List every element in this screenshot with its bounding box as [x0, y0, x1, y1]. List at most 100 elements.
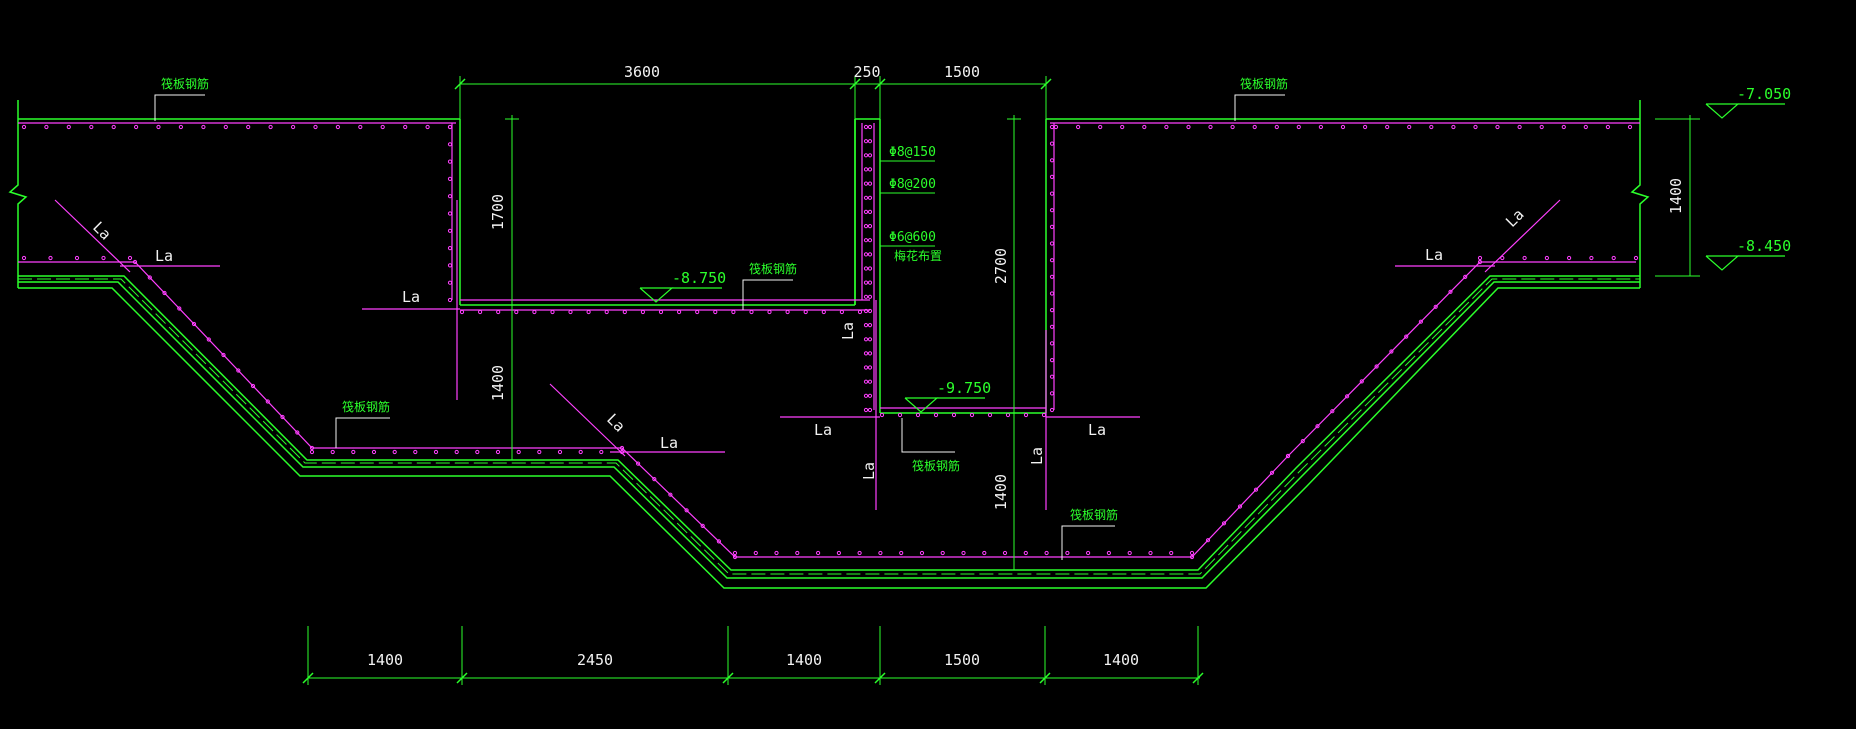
la-label-2: La: [155, 247, 173, 265]
rebar-dot: [447, 194, 453, 199]
rebar-dot: [839, 309, 845, 315]
rebar-dot: [767, 309, 772, 315]
rebar-dot: [134, 124, 139, 130]
rebar-dot: [1049, 174, 1055, 179]
rebar-dot: [803, 309, 808, 315]
rebar-dot: [749, 309, 754, 315]
rebar-dot: [1285, 453, 1291, 459]
bottom-dim-4: 1500: [944, 651, 980, 669]
rebar-dot: [1208, 124, 1213, 130]
rebar-dot: [447, 142, 453, 147]
rebar-dots: [21, 124, 1639, 560]
rebar-dot: [162, 290, 167, 296]
rebar-dot: [101, 255, 106, 261]
rebar-dot: [21, 255, 27, 261]
plate-rebar-label-1: 筏板钢筋: [161, 76, 209, 91]
rebar-dot: [191, 321, 197, 327]
right-slab-dim: 1400: [1667, 178, 1685, 214]
la-label-3: La: [402, 288, 420, 306]
rebar-dot: [1451, 124, 1456, 130]
rebar-dot: [1049, 407, 1055, 413]
plate-rebar-label-4: 筏板钢筋: [342, 399, 390, 414]
rebar-dot: [1049, 358, 1055, 363]
la-label-7: La: [814, 421, 832, 439]
rebar-dot: [48, 255, 53, 261]
pit2-base-dim: 1400: [992, 474, 1010, 510]
rebar-dot: [700, 523, 705, 529]
rebar-dot: [392, 449, 397, 455]
rebar-dot: [156, 124, 161, 130]
la-label-11: La: [1425, 246, 1443, 264]
rebar-dot: [863, 407, 869, 413]
rebar-dot: [447, 211, 453, 216]
rebar-dot: [731, 309, 736, 315]
pit1-base-dim: 1400: [489, 365, 507, 401]
rebar-dot: [1044, 550, 1049, 556]
rebar-dot: [604, 309, 609, 315]
rebar-dot: [447, 280, 453, 285]
rebar-dot: [1049, 291, 1055, 296]
rebar-dot: [1189, 554, 1195, 560]
rebar-dot: [867, 407, 873, 413]
rebar-dot: [1274, 124, 1279, 130]
la-label-6: La: [839, 322, 857, 340]
rebar-notes: Φ8@150 Φ8@200 Φ6@600 梅花布置: [880, 145, 942, 263]
rebar-dot: [1385, 124, 1390, 130]
rebar-dot: [1605, 124, 1611, 130]
rebar-dot: [223, 124, 228, 130]
rebar-dot: [351, 449, 356, 455]
rebar-dot: [89, 124, 94, 130]
rebar-dot: [785, 309, 790, 315]
rebar-dot: [1611, 255, 1616, 261]
rebar-dot: [309, 449, 315, 455]
rebar-dot: [867, 308, 873, 314]
rebar-dot: [313, 124, 318, 130]
rebar-dot: [1049, 241, 1055, 246]
rebar-dot: [537, 449, 542, 455]
rebar-dot: [557, 449, 563, 455]
elevation-top: -7.050: [1737, 85, 1791, 103]
rebar-dot: [246, 124, 251, 130]
rebar-dot: [1296, 124, 1301, 130]
rebar-dot: [447, 263, 453, 268]
rebar-dot: [268, 124, 273, 130]
rebar-dot: [335, 124, 340, 130]
rebar-dot: [1315, 424, 1320, 429]
rebar-dot: [1318, 124, 1324, 130]
rebar-dot: [816, 550, 821, 556]
rebar-dot: [951, 412, 957, 418]
rebar-dot: [668, 492, 673, 497]
rebar-dot: [933, 412, 939, 418]
bottom-dim-5: 1400: [1103, 651, 1139, 669]
rebar-dot: [867, 266, 873, 271]
pit1-depth-dim: 1700: [489, 194, 507, 230]
rebar-dot: [1363, 124, 1368, 130]
rebar-dot: [1230, 124, 1235, 130]
rebar-dot: [863, 238, 869, 243]
rebar-dot: [821, 309, 826, 315]
rebar-dot: [863, 224, 869, 229]
rebar-dot: [753, 550, 758, 556]
rebar-dot: [684, 508, 689, 513]
rebar-dot: [940, 550, 945, 556]
rebar-dot: [897, 412, 903, 418]
rebar-dot: [478, 309, 483, 315]
rebar-dot: [1049, 324, 1055, 329]
la-label-5: La: [660, 434, 678, 452]
rebar-dot: [732, 550, 738, 556]
rebar-dot: [1049, 124, 1055, 130]
bottom-dim-2: 2450: [577, 651, 613, 669]
rebar-dot: [178, 124, 183, 130]
rebar-dot: [291, 124, 296, 130]
rebar-dot: [201, 124, 206, 130]
rebar-dot: [236, 368, 241, 373]
rebar-dot: [1049, 274, 1055, 279]
rebar-dot: [857, 550, 862, 556]
rebar-dot: [532, 309, 537, 315]
rebar-dot: [863, 139, 869, 144]
rebar-dot: [1049, 191, 1055, 196]
rebar-dot: [619, 449, 625, 455]
rebar-dot: [111, 124, 116, 130]
rebar-dot: [66, 124, 71, 130]
rebar-dot: [1053, 124, 1059, 130]
